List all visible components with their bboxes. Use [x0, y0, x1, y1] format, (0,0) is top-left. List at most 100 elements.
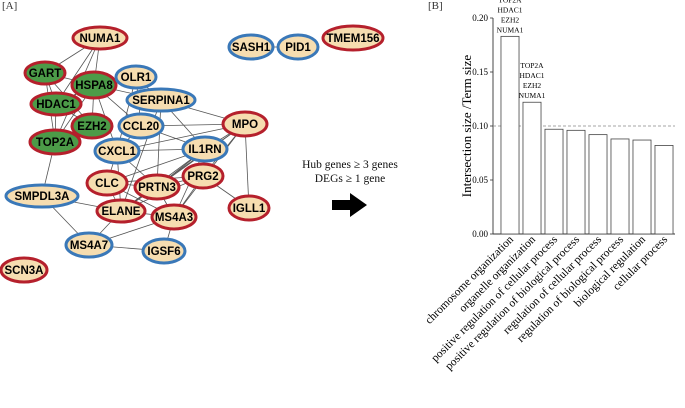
node-label: TMEM156: [326, 33, 379, 45]
isolated-nodes: SASH1 PID1 TMEM156: [227, 24, 385, 61]
node-label: IGSF6: [147, 246, 180, 258]
node-ellipse: [117, 112, 165, 140]
node-label: TOP2A: [36, 137, 74, 149]
bar-annotation-gene: EZH2: [501, 15, 520, 24]
bar-regulation-of-cellular-process: [588, 134, 608, 235]
bar-cellular-process: [654, 145, 674, 235]
node-igll1[interactable]: IGLL1: [227, 194, 271, 222]
node-prg2[interactable]: PRG2: [181, 162, 225, 190]
node-clc[interactable]: CLC: [85, 169, 129, 197]
node-ellipse: [227, 194, 271, 222]
right-arrow-icon: [332, 193, 367, 217]
bar-organelle-organization: [522, 101, 542, 235]
y-tick-label: 0.20: [472, 13, 488, 23]
node-sash1[interactable]: SASH1: [227, 33, 275, 61]
node-ellipse: [23, 60, 67, 86]
bar-biological-regulation: [632, 139, 652, 235]
node-ellipse: [181, 162, 225, 190]
node-ellipse: [133, 173, 181, 201]
node-label: NUMA1: [80, 33, 121, 45]
node-label: MS4A7: [70, 240, 108, 252]
node-smpdl3a[interactable]: SMPDL3A: [4, 183, 80, 209]
node-label: IL1RN: [188, 144, 221, 156]
node-elane[interactable]: ELANE: [95, 198, 147, 224]
y-tick-label: 0.10: [472, 121, 488, 131]
node-label: PRTN3: [138, 182, 176, 194]
node-label: GART: [29, 68, 62, 80]
bar-annotation-gene: EZH2: [523, 81, 542, 90]
edge-mpo-igll1: [244, 123, 250, 209]
node-label: MPO: [232, 119, 258, 131]
node-igsf6[interactable]: IGSF6: [141, 237, 187, 265]
node-serpina1[interactable]: SERPINA1: [125, 87, 197, 113]
node-label: SERPINA1: [132, 95, 190, 107]
panel-a-label: [A]: [2, 0, 18, 12]
node-ms4a3[interactable]: MS4A3: [150, 203, 198, 231]
node-cxcl1[interactable]: CXCL1: [93, 137, 141, 165]
bar-regulation-of-biological-process: [610, 138, 630, 235]
node-gart[interactable]: GART: [23, 60, 67, 86]
node-ezh2[interactable]: EZH2: [70, 112, 114, 140]
node-ellipse: [93, 137, 141, 165]
node-mpo[interactable]: MPO: [221, 110, 269, 138]
node-ellipse: [114, 64, 158, 90]
node-olr1[interactable]: OLR1: [114, 64, 158, 90]
node-numa1[interactable]: NUMA1: [71, 25, 129, 51]
node-ellipse: [4, 183, 80, 209]
arrow-caption: Hub genes ≥ 3 genes DEGs ≥ 1 gene: [282, 158, 418, 186]
node-ellipse: [141, 237, 187, 265]
degs-criterion: DEGs ≥ 1 gene: [314, 173, 386, 185]
node-ccl20[interactable]: CCL20: [117, 112, 165, 140]
node-scn3a[interactable]: SCN3A: [0, 256, 49, 284]
node-tmem156[interactable]: TMEM156: [321, 24, 385, 52]
node-pid1[interactable]: PID1: [276, 33, 320, 61]
node-hspa8[interactable]: HSPA8: [70, 70, 118, 100]
node-label: SASH1: [232, 42, 271, 54]
bar-positive-regulation-of-biological-process: [566, 129, 586, 235]
node-prtn3[interactable]: PRTN3: [133, 173, 181, 201]
node-label: ELANE: [102, 206, 141, 218]
node-label: SMPDL3A: [15, 191, 70, 203]
node-ellipse: [70, 112, 114, 140]
node-ellipse: [70, 70, 118, 100]
node-label: HDAC1: [36, 99, 76, 111]
bar-annotation-gene: HDAC1: [497, 5, 522, 14]
bar-positive-regulation-of-cellular-process: [544, 128, 564, 235]
node-label: CLC: [95, 178, 119, 190]
node-ellipse: [95, 198, 147, 224]
node-label: PRG2: [187, 171, 218, 183]
node-il1rn[interactable]: IL1RN: [181, 135, 229, 163]
node-label: PID1: [285, 42, 311, 54]
node-ellipse: [85, 169, 129, 197]
bar-annotation-gene: HDAC1: [519, 71, 544, 80]
node-ellipse: [150, 203, 198, 231]
node-hdac1[interactable]: HDAC1: [29, 91, 83, 117]
node-ellipse: [276, 33, 320, 61]
node-ellipse: [71, 25, 129, 51]
y-tick-label: 0.15: [472, 67, 488, 77]
node-ms4a7[interactable]: MS4A7: [64, 231, 114, 259]
node-ellipse: [221, 110, 269, 138]
node-label: CXCL1: [98, 146, 136, 158]
node-label: OLR1: [121, 72, 152, 84]
node-label: EZH2: [77, 121, 106, 133]
node-label: MS4A3: [155, 212, 193, 224]
node-ellipse: [125, 87, 197, 113]
bar-annotation-gene: NUMA1: [497, 25, 524, 34]
bar-annotation-gene: NUMA1: [519, 91, 546, 100]
bar-annotation-gene: TOP2A: [520, 61, 544, 70]
node-ellipse: [28, 128, 82, 156]
edge-serpina1-prtn3: [156, 99, 162, 188]
node-ellipse: [0, 256, 49, 284]
node-ellipse: [227, 33, 275, 61]
node-label: HSPA8: [75, 80, 113, 92]
node-label: IGLL1: [233, 203, 266, 215]
bar-chromosome-organization: [500, 35, 520, 235]
node-top2a[interactable]: TOP2A: [28, 128, 82, 156]
y-axis-label: Intersection size /Term size: [459, 55, 474, 198]
bar-annotation-gene: TOP2A: [498, 0, 522, 4]
panel-b-label: [B]: [428, 0, 443, 12]
